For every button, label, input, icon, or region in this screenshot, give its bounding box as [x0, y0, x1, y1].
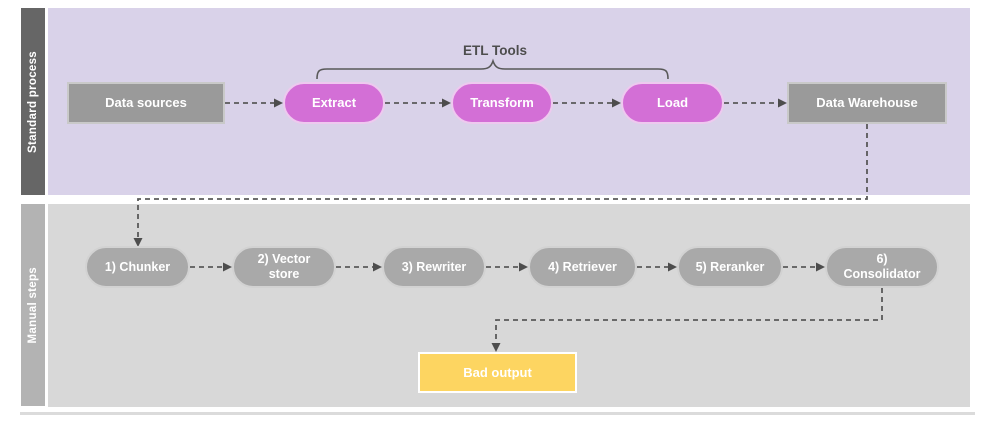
node-load: Load [621, 82, 724, 124]
node-transform: Transform [451, 82, 553, 124]
node-consolidator: 6) Consolidator [825, 246, 939, 288]
node-chunker: 1) Chunker [85, 246, 190, 288]
bottom-divider [20, 412, 975, 415]
node-data-warehouse: Data Warehouse [787, 82, 947, 124]
node-retriever: 4) Retriever [528, 246, 637, 288]
node-vector-store: 2) Vector store [232, 246, 336, 288]
node-extract: Extract [283, 82, 385, 124]
lane-label-standard-process: Standard process [21, 8, 45, 195]
node-rewriter: 3) Rewriter [382, 246, 486, 288]
node-reranker: 5) Reranker [677, 246, 783, 288]
node-bad-output: Bad output [418, 352, 577, 393]
etl-tools-label: ETL Tools [463, 43, 527, 58]
lane-label-manual-steps: Manual steps [21, 204, 45, 406]
lane-label-manual-steps-text: Manual steps [27, 266, 39, 344]
node-data-sources: Data sources [67, 82, 225, 124]
lane-label-standard-process-text: Standard process [27, 50, 39, 153]
